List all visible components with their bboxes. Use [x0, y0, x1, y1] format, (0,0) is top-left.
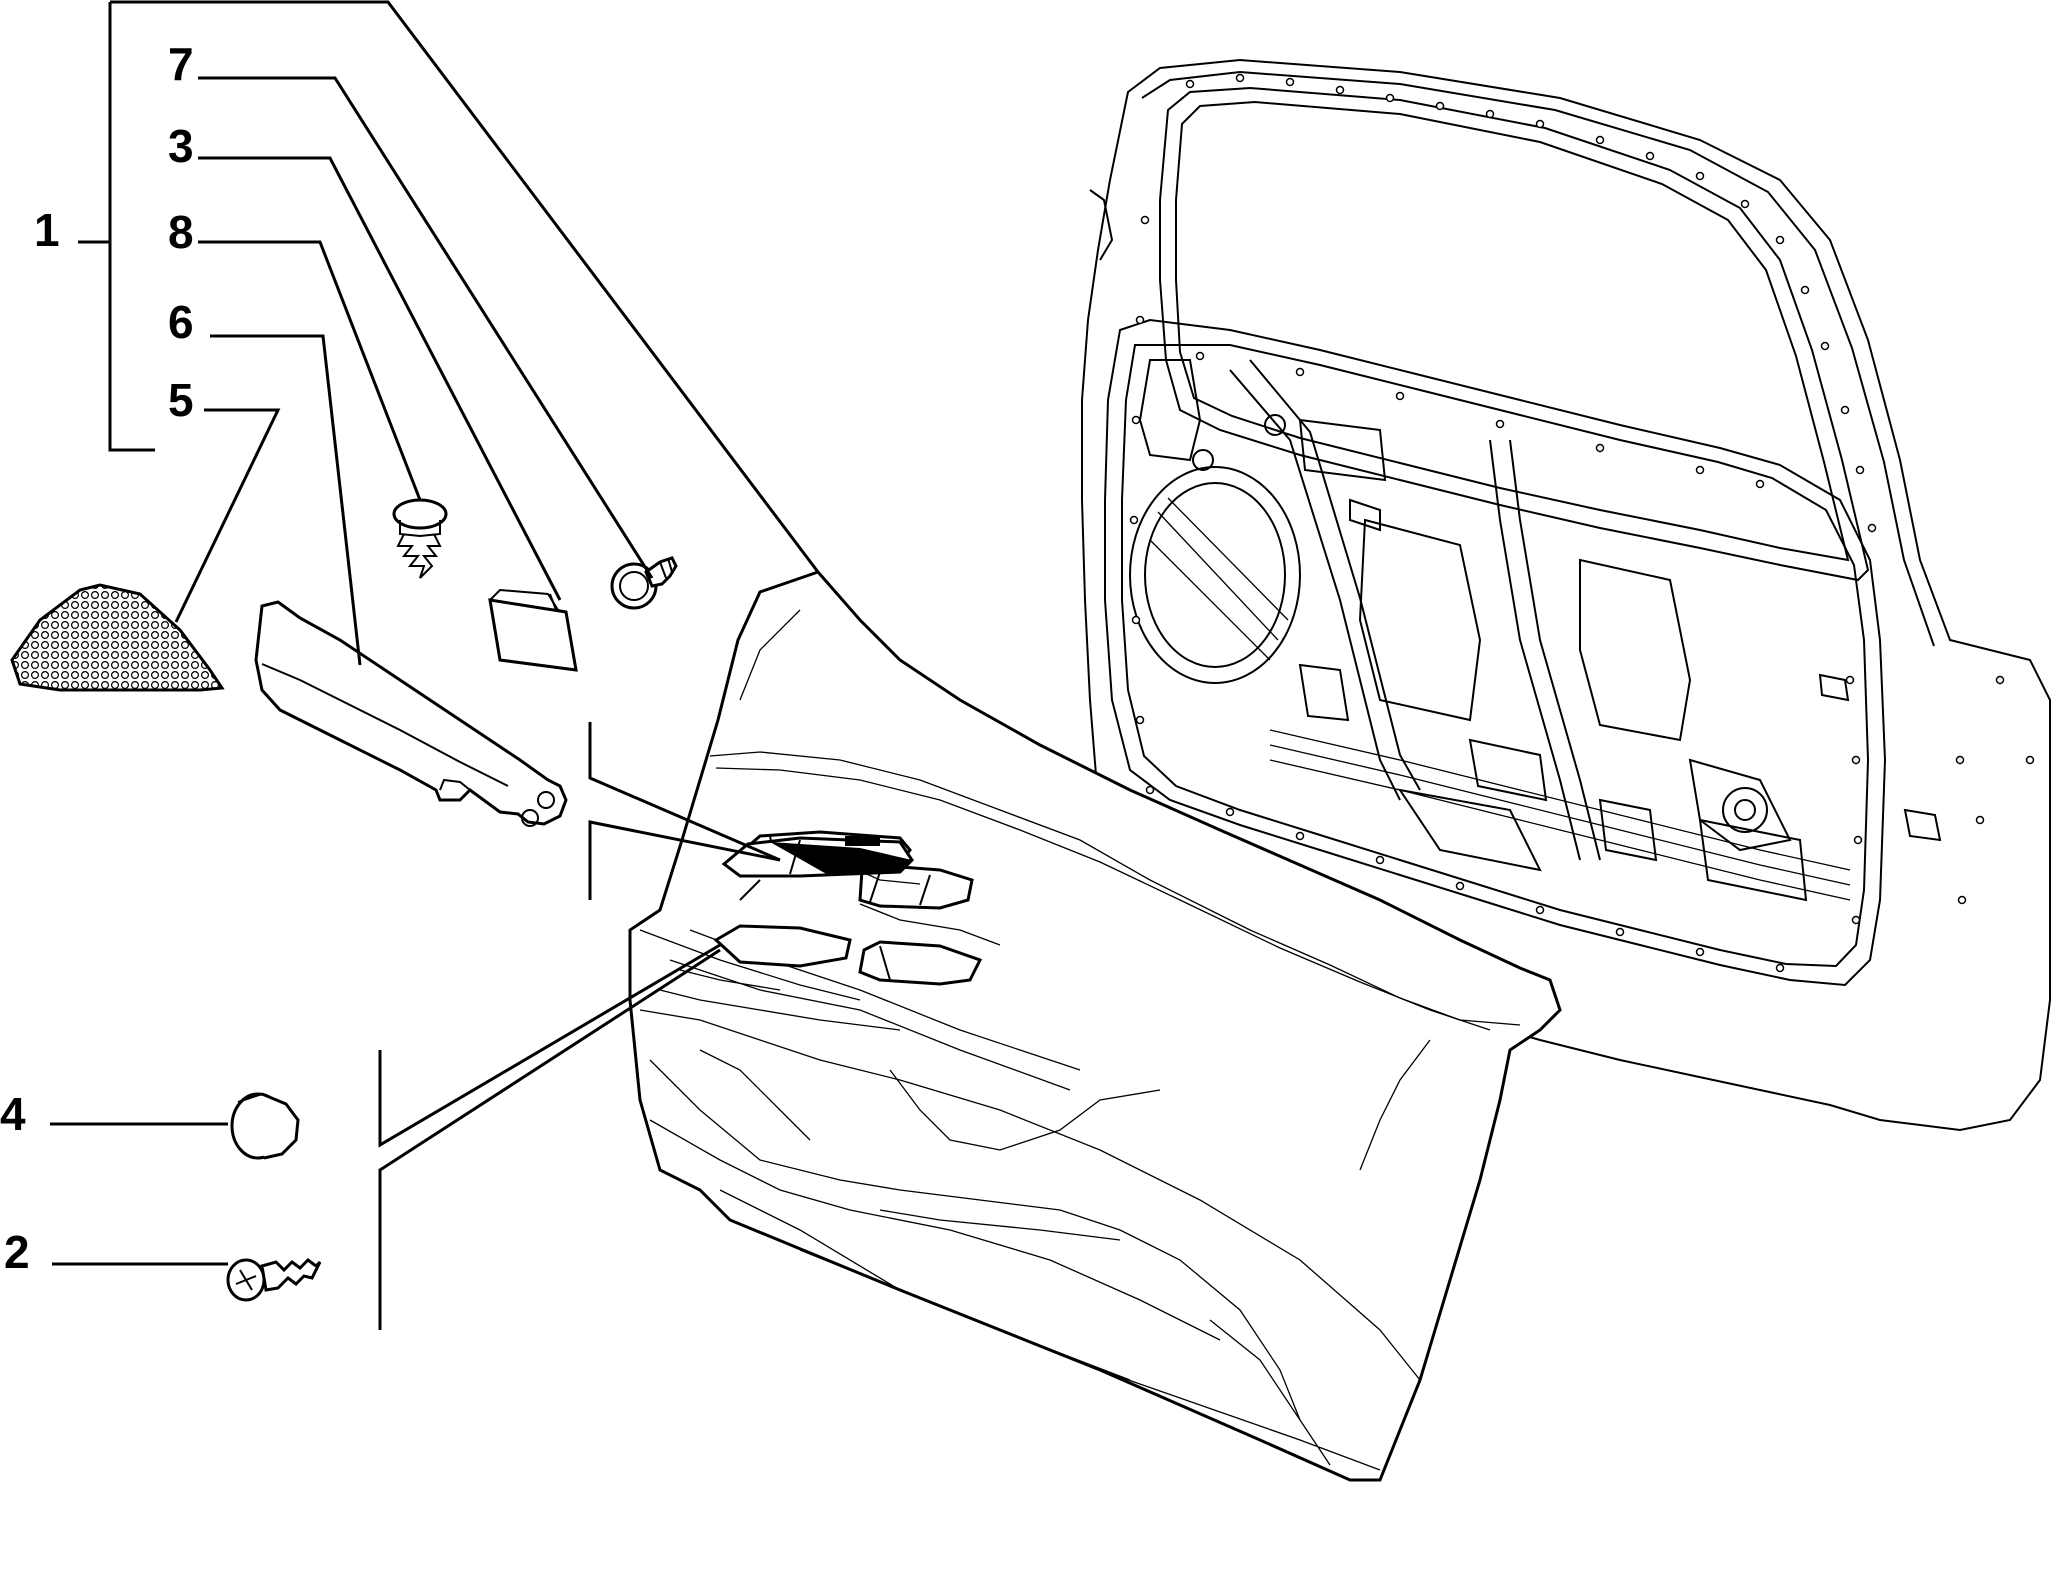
mounting-hole [1535, 119, 1545, 129]
callout-4: 4 [0, 1088, 26, 1140]
speaker-grille [10, 583, 225, 692]
plug-cap [230, 1092, 300, 1160]
mounting-hole [1615, 927, 1625, 937]
mounting-hole [1853, 835, 1863, 845]
mounting-hole [1129, 515, 1139, 525]
push-clip [610, 556, 678, 610]
trim-strip [254, 600, 568, 827]
mounting-hole [1135, 315, 1145, 325]
callout-5: 5 [168, 374, 194, 426]
mounting-hole [1740, 199, 1750, 209]
mounting-hole [1235, 73, 1245, 83]
callout-6: 6 [168, 296, 194, 348]
mounting-hole [1775, 235, 1785, 245]
mounting-hole [1955, 755, 1965, 765]
callout-7: 7 [168, 38, 194, 90]
mounting-hole [1957, 895, 1967, 905]
mounting-hole [1845, 675, 1855, 685]
mounting-hole [1755, 479, 1765, 489]
mounting-hole [1485, 109, 1495, 119]
self-tapping-screw [226, 1258, 322, 1302]
mounting-hole [1995, 675, 2005, 685]
mounting-hole [1851, 755, 1861, 765]
mounting-hole [1975, 815, 1985, 825]
callout-3: 3 [168, 120, 194, 172]
mounting-hole [1645, 151, 1655, 161]
mounting-hole [1295, 367, 1305, 377]
mounting-hole [1335, 85, 1345, 95]
mounting-hole [1851, 915, 1861, 925]
callout-8: 8 [168, 206, 194, 258]
mounting-hole [1840, 405, 1850, 415]
callout-labels: 7 3 8 1 6 5 4 2 [0, 38, 194, 1278]
mounting-hole [2025, 755, 2035, 765]
mounting-hole [1131, 615, 1141, 625]
mounting-hole [1867, 523, 1877, 533]
mounting-hole [1435, 101, 1445, 111]
callout-1: 1 [34, 204, 60, 256]
mounting-hole [1855, 465, 1865, 475]
mounting-hole [1800, 285, 1810, 295]
mounting-hole [1131, 415, 1141, 425]
mounting-hole [1195, 351, 1205, 361]
door-mounting-holes [1129, 73, 2035, 973]
door-trim-panel [628, 570, 1562, 1482]
mounting-hole [1385, 93, 1395, 103]
callout-2: 2 [4, 1226, 30, 1278]
mounting-hole [1595, 443, 1605, 453]
door-shell [1081, 58, 2051, 1132]
mounting-hole [1595, 135, 1605, 145]
leader-lines [50, 0, 820, 1330]
mounting-hole [1375, 855, 1385, 865]
mounting-hole [1695, 171, 1705, 181]
cap [488, 588, 578, 672]
mounting-hole [1295, 831, 1305, 841]
mounting-hole [1775, 963, 1785, 973]
mounting-hole [1695, 947, 1705, 957]
mounting-hole [1820, 341, 1830, 351]
mounting-hole [1285, 77, 1295, 87]
mounting-hole [1225, 807, 1235, 817]
mounting-hole [1135, 715, 1145, 725]
mounting-hole [1695, 465, 1705, 475]
mounting-hole [1495, 419, 1505, 429]
mounting-hole [1140, 215, 1150, 225]
mounting-hole [1535, 905, 1545, 915]
push-fastener [392, 498, 448, 579]
mounting-hole [1145, 785, 1155, 795]
mounting-hole [1395, 391, 1405, 401]
mounting-hole [1455, 881, 1465, 891]
mounting-hole [1185, 79, 1195, 89]
